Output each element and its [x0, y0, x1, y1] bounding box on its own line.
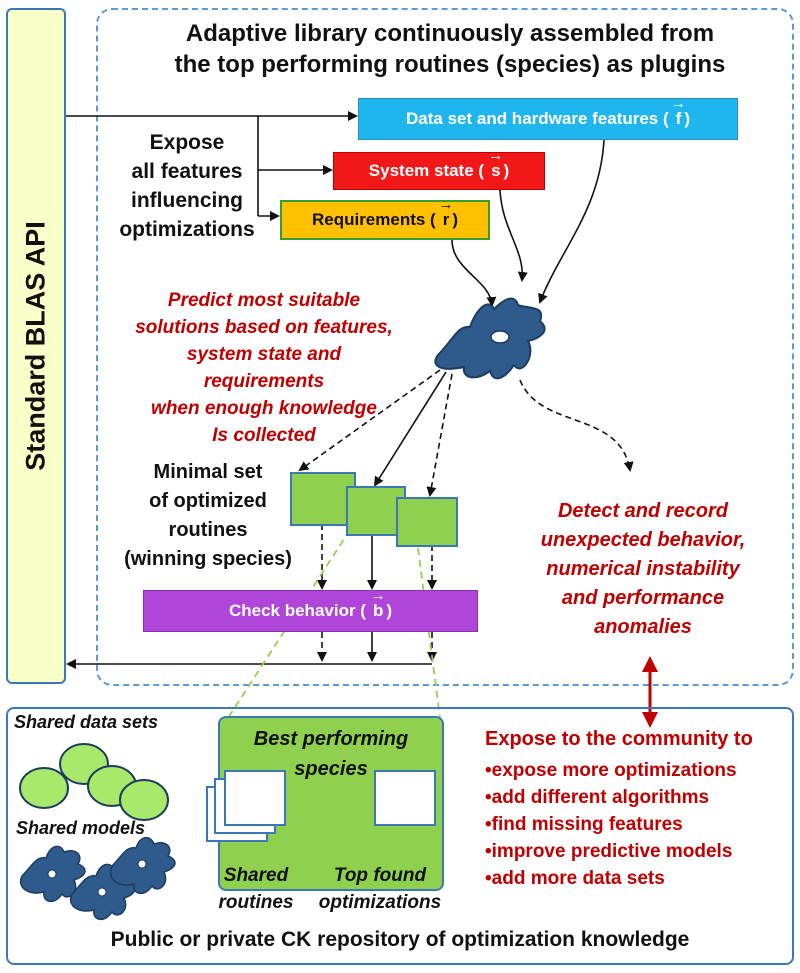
community-list: Expose to the community to •expose more …: [485, 728, 785, 892]
predict-text: Predict most suitable solutions based on…: [128, 287, 400, 449]
top-found-label: Top found optimizations: [300, 862, 460, 916]
top-found-line-1: Top found: [333, 865, 427, 886]
predict-line: Predict most suitable: [167, 290, 361, 311]
requirements-close: ): [452, 210, 459, 229]
connector-data-to-neuron: [538, 139, 605, 304]
data-set-close: ): [684, 109, 690, 128]
repository-box: [6, 707, 794, 965]
species-routine-3: [396, 497, 458, 547]
predict-line: system state and requirements: [186, 344, 342, 392]
best-line-1: Best performing: [253, 728, 409, 750]
vector-b: b: [370, 601, 386, 621]
best-line-2: species: [294, 758, 368, 780]
community-item: •add more data sets: [485, 868, 665, 889]
shared-models-icon: [19, 836, 176, 921]
title-line-2: the top performing routines (species) as…: [174, 51, 726, 78]
predictive-model-neuron-icon: [434, 297, 546, 380]
minimal-set-text: Minimal set of optimized routines (winni…: [108, 458, 308, 574]
shared-data-sets-label: Shared data sets: [14, 712, 159, 732]
community-item: •improve predictive models: [485, 841, 733, 862]
minimal-line: (winning species): [124, 548, 292, 570]
connector-neuron-to-species-1: [298, 369, 441, 472]
connector-system-to-neuron: [499, 189, 528, 282]
shared-routine-doc-1: [224, 770, 286, 826]
predict-line: when enough knowledge: [151, 398, 377, 419]
requirements-label: Requirements (: [311, 210, 436, 229]
expose-line: optimizations: [119, 218, 255, 241]
data-set-features-box: Data set and hardware features ( f ): [358, 98, 738, 140]
expose-line: Expose: [149, 131, 225, 154]
best-performing-label: Best performing species: [218, 724, 444, 784]
community-item: •expose more optimizations: [485, 760, 737, 781]
shared-routines-line-1: Shared: [223, 865, 289, 886]
connector-neuron-to-species-2: [373, 371, 447, 487]
shared-data-sets-icon: [19, 743, 169, 821]
repository-footer: Public or private CK repository of optim…: [110, 928, 690, 951]
connector-neuron-to-detect: [519, 379, 634, 472]
vector-s: s: [488, 161, 503, 181]
diagram-title: Adaptive library continuously assembled …: [110, 18, 790, 80]
shared-models-label: Shared models: [16, 818, 146, 838]
data-set-label: Data set and hardware features (: [406, 109, 669, 128]
check-behavior-box: Check behavior ( b ): [143, 590, 478, 632]
system-state-label: System state (: [368, 161, 485, 180]
requirements-box: Requirements ( r ): [280, 200, 490, 240]
title-line-1: Adaptive library continuously assembled …: [185, 20, 715, 47]
system-state-close: ): [503, 161, 510, 180]
predict-line: solutions based on features,: [135, 317, 393, 338]
detect-line: anomalies: [594, 616, 692, 638]
species-routine-1: [290, 472, 356, 526]
top-found-doc: [374, 770, 436, 826]
expose-line: influencing: [131, 189, 243, 212]
expose-line: all features: [131, 160, 243, 183]
vector-r: r: [440, 210, 453, 230]
minimal-line: Minimal set: [153, 461, 263, 483]
predict-line: Is collected: [212, 425, 316, 446]
check-behavior-label: Check behavior (: [228, 601, 366, 620]
shared-routines-line-2: routines: [218, 892, 294, 913]
community-item: •find missing features: [485, 814, 683, 835]
connector-req-to-neuron: [451, 239, 497, 307]
detect-line: Detect and record: [557, 500, 729, 522]
adaptive-library-region: [96, 8, 794, 686]
community-item: •add different algorithms: [485, 787, 710, 808]
detect-line: unexpected behavior,: [540, 529, 746, 551]
blas-api-bar: Standard BLAS API: [6, 8, 66, 684]
community-title: Expose to the community to: [485, 728, 753, 750]
vector-f: f: [673, 109, 685, 129]
minimal-line: routines: [168, 519, 248, 541]
expose-features-text: Expose all features influencing optimiza…: [112, 128, 262, 244]
detect-line: numerical instability: [546, 558, 740, 580]
check-behavior-close: ): [386, 601, 393, 620]
system-state-box: System state ( s ): [333, 152, 545, 190]
minimal-line: of optimized: [149, 490, 267, 512]
top-found-line-2: optimizations: [318, 892, 442, 913]
shared-routines-label: Shared routines: [206, 862, 306, 916]
detect-line: and performance: [561, 587, 725, 609]
detect-text: Detect and record unexpected behavior, n…: [498, 497, 788, 642]
connector-neuron-to-species-3: [426, 373, 453, 497]
connector-green-right: [417, 547, 441, 719]
